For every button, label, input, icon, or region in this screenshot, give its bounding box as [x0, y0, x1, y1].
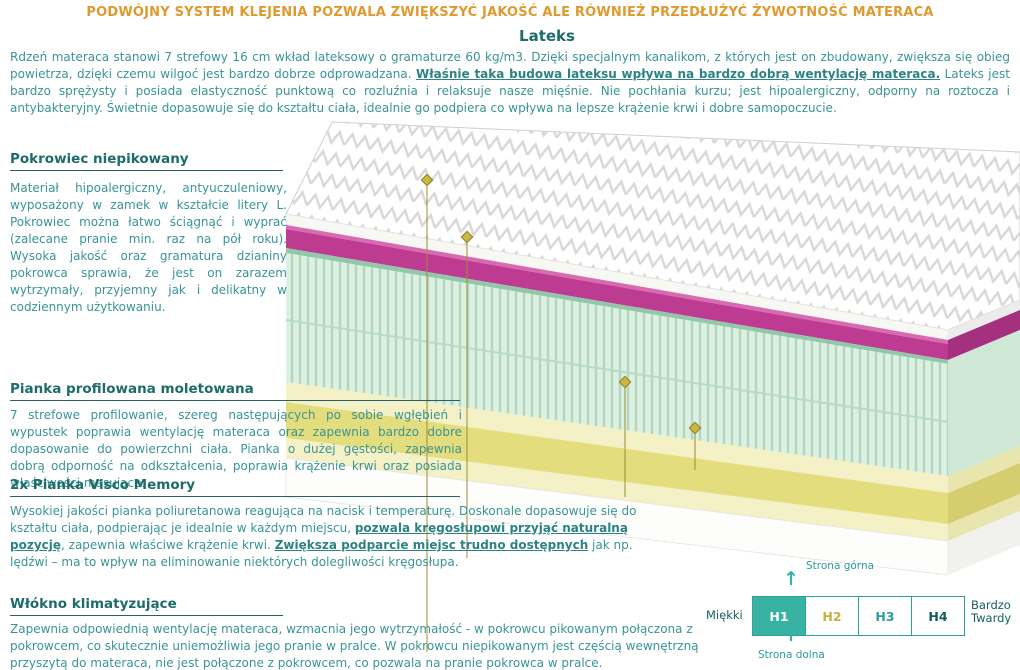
visco-text-part2: , zapewnia właściwe krążenie krwi. — [61, 538, 275, 552]
banner-heading: PODWÓJNY SYSTEM KLEJENIA POZWALA ZWIĘKSZ… — [86, 5, 934, 20]
arrow-up-icon: ↑ — [783, 568, 799, 590]
visco-text-bold2: Zwiększa podparcie miejsc trudno dostępn… — [274, 538, 589, 552]
hard-label-line2: Twardy — [971, 611, 1012, 625]
firmness-level-h1: H1 — [753, 597, 805, 635]
lateks-text-part2: Lateks jest bardzo sprężysty i posiada e… — [10, 67, 1010, 115]
hard-label: Bardzo Twardy — [971, 599, 1011, 625]
visco-text-part1: Wysokiej jakości pianka poliuretanowa re… — [10, 504, 637, 535]
section-body-visco: Wysokiej jakości pianka poliuretanowa re… — [10, 503, 645, 571]
firmness-scale-bar: H1 H2 H3 H4 — [752, 596, 965, 636]
layer-marker-diamonds — [420, 173, 702, 435]
section-title-visco: 2x Pianka Visco Memory — [10, 477, 460, 497]
mattress-layers — [285, 121, 1020, 576]
connector-lines — [426, 180, 696, 652]
bottom-side-label: Strona dolna — [758, 649, 825, 661]
section-title-pianka-profilowana: Pianka profilowana moletowana — [10, 381, 460, 401]
top-side-label: Strona górna — [806, 560, 875, 572]
section-title-lateks: Lateks — [519, 27, 575, 45]
section-body-pianka-profilowana: 7 strefowe profilowanie, szereg następuj… — [10, 408, 462, 490]
arrow-up-icon: ↑ — [783, 624, 799, 646]
lateks-text-bold: Właśnie taka budowa lateksu wpływa na ba… — [415, 67, 941, 81]
section-title-pokrowiec: Pokrowiec niepikowany — [10, 151, 283, 171]
visco-text-part3: jak np. lędźwi – ma to wpływ na eliminow… — [10, 538, 633, 569]
lateks-text-part1: Rdzeń materaca stanowi 7 strefowy 16 cm … — [10, 50, 1010, 81]
firmness-level-h2: H2 — [805, 597, 858, 635]
section-body-pokrowiec: Materiał hipoalergiczny, antyuczuleniowy… — [10, 181, 287, 314]
hard-label-line1: Bardzo — [971, 598, 1011, 612]
firmness-level-h3: H3 — [858, 597, 911, 635]
section-body-wlokno: Zapewnia odpowiednią wentylację materaca… — [10, 622, 699, 670]
soft-label: Miękki — [706, 608, 743, 622]
visco-text-bold1: pozwala kręgosłupowi przyjąć naturalną p… — [10, 521, 628, 552]
firmness-level-h4: H4 — [911, 597, 964, 635]
section-title-wlokno: Włókno klimatyzujące — [10, 596, 283, 616]
section-body-lateks: Rdzeń materaca stanowi 7 strefowy 16 cm … — [10, 49, 1010, 117]
